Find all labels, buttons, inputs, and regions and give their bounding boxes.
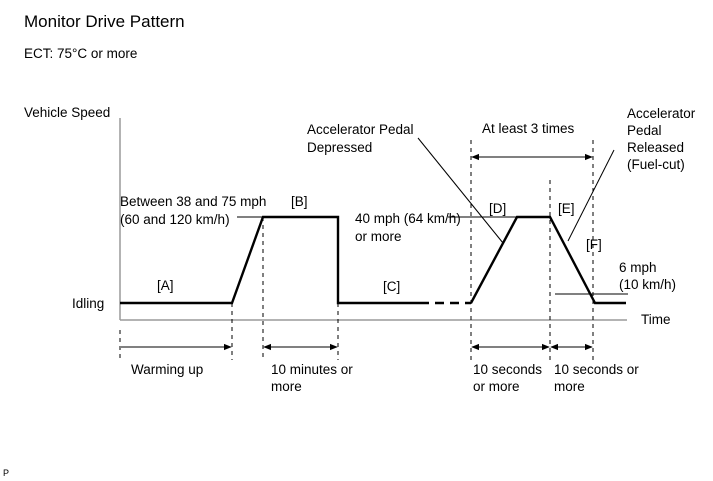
depressed-callout-line1: Accelerator Pedal <box>307 122 414 137</box>
segment-f-label: [F] <box>586 237 602 252</box>
segment-b-label: [B] <box>291 194 308 209</box>
speed-b-line1: Between 38 and 75 mph <box>120 194 266 209</box>
speed-d-line2: or more <box>355 229 402 244</box>
d-duration-line1: 10 seconds <box>473 362 542 377</box>
released-callout-line4: (Fuel-cut) <box>627 157 685 172</box>
depressed-leader-line <box>417 137 504 244</box>
segment-a-label: [A] <box>157 278 174 293</box>
released-callout-line1: Accelerator <box>627 106 696 121</box>
footer-mark: P <box>3 468 9 478</box>
warmup-duration-label: Warming up <box>131 362 203 377</box>
ect-condition: ECT: 75°C or more <box>24 46 137 61</box>
diagram-title: Monitor Drive Pattern <box>24 12 185 31</box>
y-axis-label: Vehicle Speed <box>24 105 110 120</box>
b-duration-line2: more <box>271 379 302 394</box>
speed-profile-decel-cycle <box>469 215 626 305</box>
e-duration-line1: 10 seconds or <box>554 362 639 377</box>
released-callout-line2: Pedal <box>627 123 662 138</box>
segment-c-label: [C] <box>383 279 400 294</box>
speed-f-line1: 6 mph <box>619 260 657 275</box>
x-axis-label: Time <box>641 312 671 327</box>
speed-profile-warmup-cruise <box>120 215 420 305</box>
e-duration-line2: more <box>554 379 585 394</box>
speed-b-line2: (60 and 120 km/h) <box>120 212 230 227</box>
released-callout-line3: Released <box>627 140 684 155</box>
b-duration-line1: 10 minutes or <box>271 362 353 377</box>
segment-e-label: [E] <box>558 201 575 216</box>
released-leader-line <box>567 149 615 242</box>
d-duration-line2: or more <box>473 379 520 394</box>
depressed-callout-line2: Depressed <box>307 140 372 155</box>
idle-label: Idling <box>72 296 104 311</box>
segment-d-label: [D] <box>489 201 506 216</box>
repeat-callout: At least 3 times <box>482 121 575 136</box>
speed-f-line2: (10 km/h) <box>619 277 676 292</box>
speed-d-line1: 40 mph (64 km/h) <box>355 211 461 226</box>
